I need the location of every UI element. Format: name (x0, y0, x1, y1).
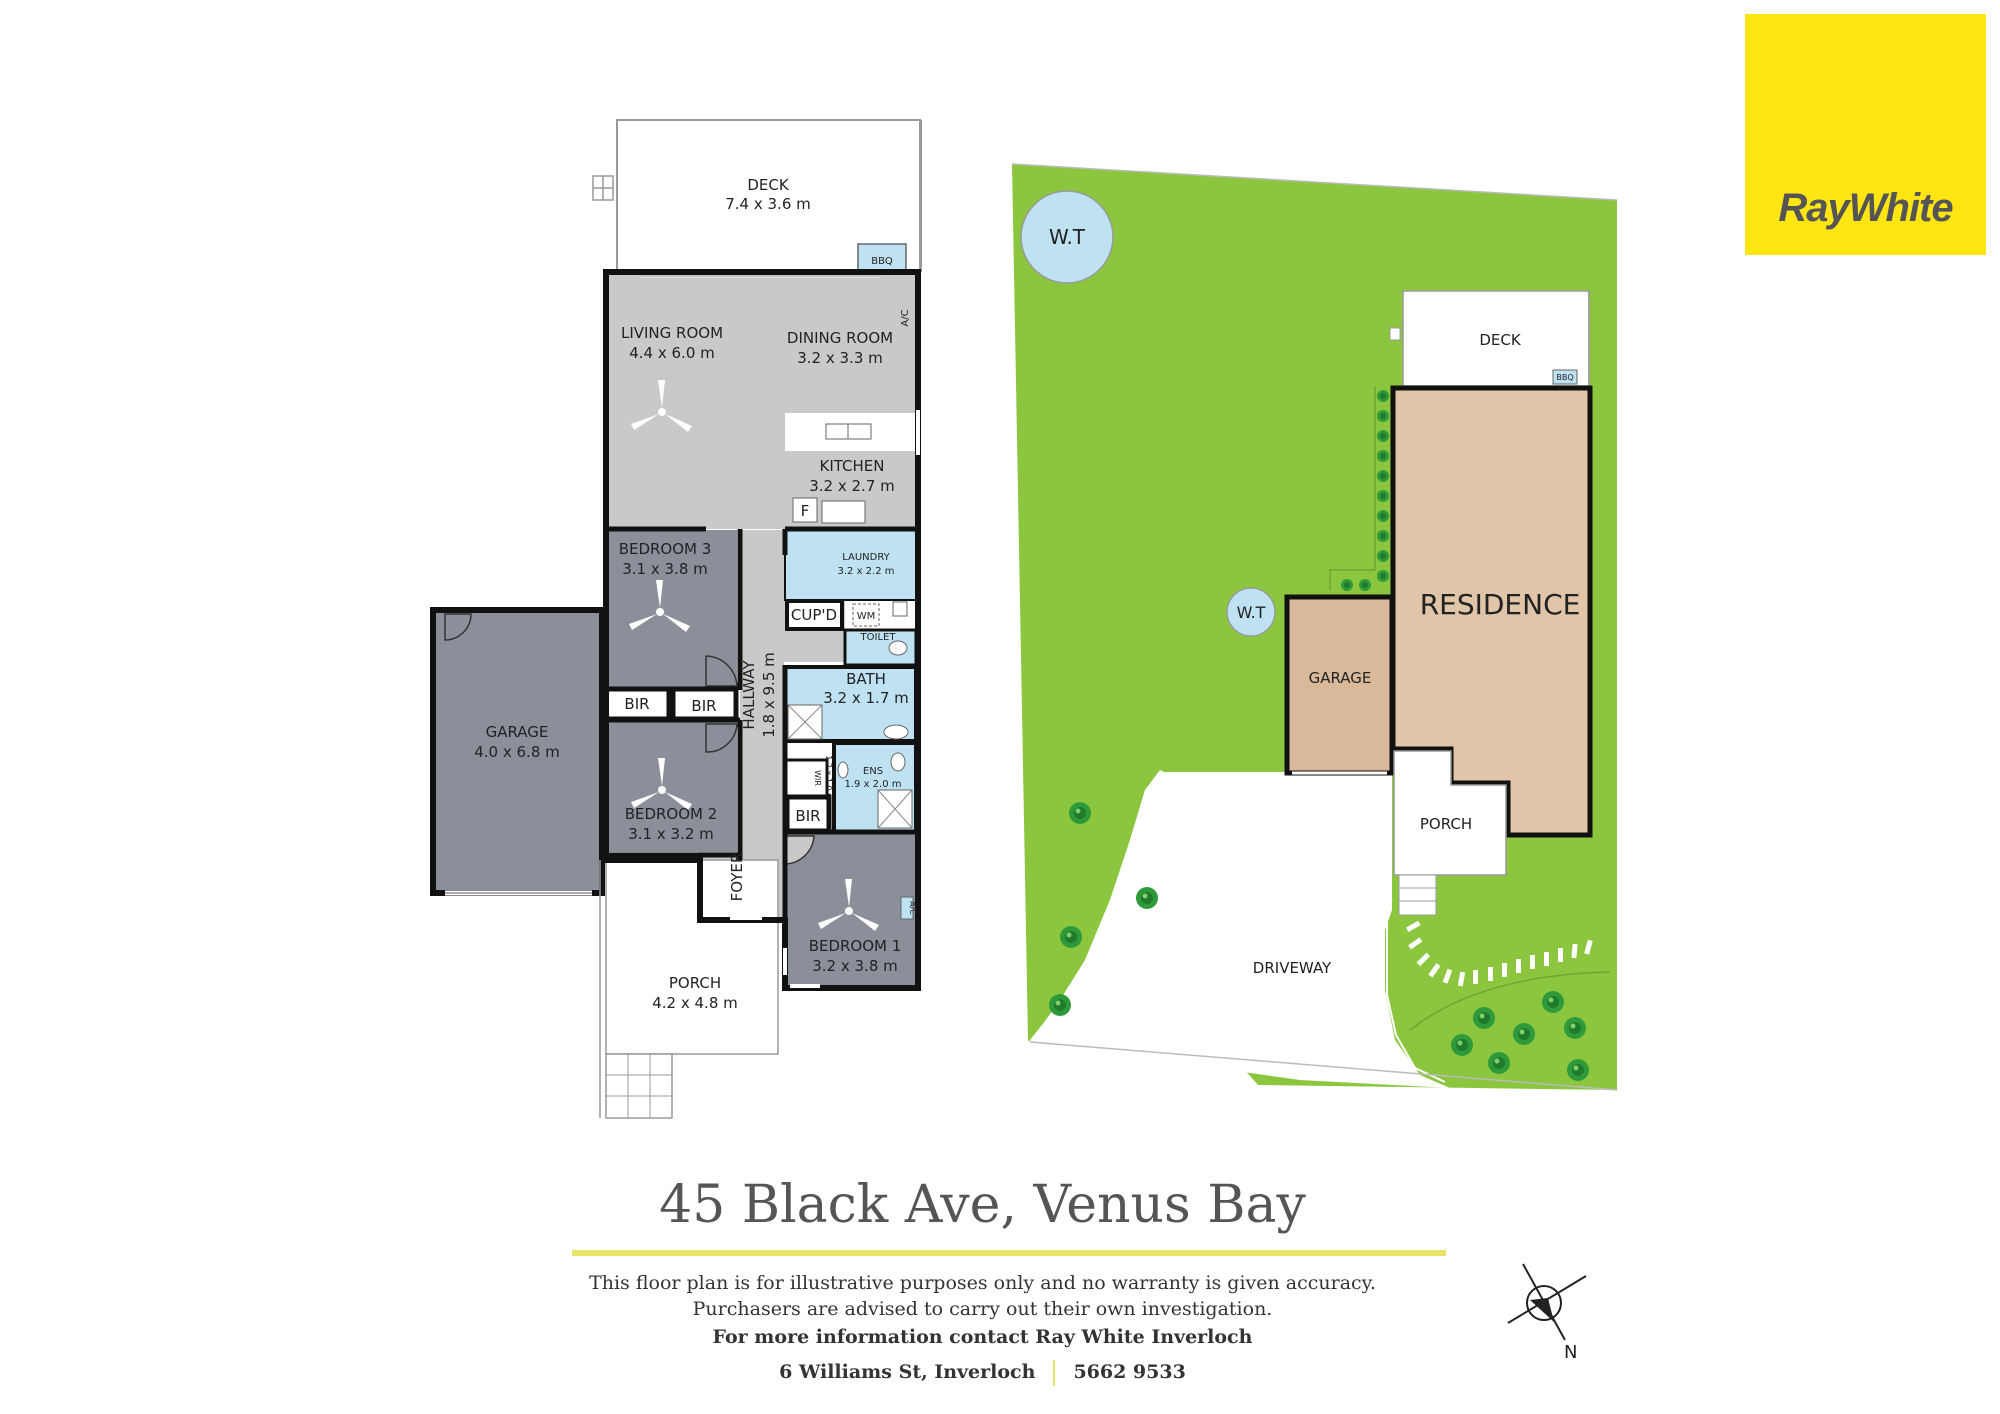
bir-2-label: BIR (691, 697, 716, 715)
ac-label: A/C (900, 309, 911, 326)
bath-label: BATH (846, 670, 886, 688)
porch-steps (605, 1053, 673, 1119)
bedroom-3-dims: 3.1 x 3.8 m (622, 560, 708, 578)
porch-label: PORCH (669, 974, 721, 992)
laundry-label: LAUNDRY (842, 552, 890, 563)
property-address: 45 Black Ave, Venus Bay (659, 1175, 1306, 1235)
office-phone: 5662 9533 (1073, 1361, 1186, 1383)
driveway-area (1030, 772, 1450, 1088)
water-tank-1-icon (1020, 190, 1114, 284)
foyer-label: FOYER (728, 853, 746, 902)
bedroom-2-label: BEDROOM 2 (625, 805, 718, 823)
office-details: 6 Williams St, Inverloch 5662 9533 (0, 1360, 1965, 1386)
stepping-stones (1405, 920, 1593, 987)
site-porch-area (1393, 750, 1507, 876)
site-porch-steps (1398, 874, 1437, 916)
wir-label: WIR (813, 770, 822, 786)
site-bbq-box (1552, 369, 1578, 385)
floor-plan-labels: DECK 7.4 x 3.6 m BBQ A/C LIVING ROOM 4.4… (474, 176, 917, 1012)
hallway-label: HALLWAY (740, 660, 758, 730)
raywhite-logo-text: RayWhite (1778, 186, 1953, 230)
dining-room-label: DINING ROOM (787, 329, 893, 347)
bbq-label: BBQ (871, 256, 893, 267)
cupd-box (785, 599, 844, 631)
address-underline (572, 1250, 1446, 1256)
separator (1053, 1360, 1056, 1386)
water-tank-2-icon (1226, 587, 1276, 637)
living-room-label: LIVING ROOM (621, 324, 723, 342)
fridge-box (792, 497, 818, 523)
living-room-dims: 4.4 x 6.0 m (629, 344, 715, 362)
cupd-label: CUP'D (791, 606, 837, 624)
hallway-dims: 1.8 x 9.5 m (760, 652, 778, 738)
floor-plan (430, 119, 922, 1119)
site-porch-label: PORCH (1420, 815, 1472, 833)
contact-line: For more information contact Ray White I… (712, 1326, 1253, 1348)
water-tank-2-label: W.T (1237, 603, 1266, 622)
site-garage-label: GARAGE (1309, 669, 1372, 687)
garage-label: GARAGE (486, 723, 549, 741)
kitchen-label: KITCHEN (820, 457, 885, 475)
porch-dims: 4.2 x 4.8 m (652, 994, 738, 1012)
laundry-area (785, 530, 916, 600)
ensuite-dims: 1.9 x 2.0 m (844, 779, 901, 790)
living-dining-area (603, 274, 916, 529)
bir-3-label: BIR (795, 807, 820, 825)
laundry-dims: 3.2 x 2.2 m (837, 566, 894, 577)
deck-dims: 7.4 x 3.6 m (725, 195, 811, 213)
kitchen-dims: 3.2 x 2.7 m (809, 477, 895, 495)
bbq-box (857, 243, 907, 271)
raywhite-logo: RayWhite (1745, 14, 1986, 255)
cooktop (821, 500, 866, 524)
bath-dims: 3.2 x 1.7 m (823, 689, 909, 707)
office-address: 6 Williams St, Inverloch (779, 1361, 1036, 1383)
wir-dims: 1.2 x 1.0 m (824, 755, 833, 801)
bir-1-label: BIR (624, 695, 649, 713)
porch-area (605, 859, 779, 1055)
bedroom-2-dims: 3.1 x 3.2 m (628, 825, 714, 843)
site-plan-labels: W.T W.T DECK BBQ RESIDENCE GARAGE PORCH … (1049, 225, 1580, 977)
water-tank-1-label: W.T (1049, 225, 1086, 249)
dining-room-dims: 3.2 x 3.3 m (797, 349, 883, 367)
wm-label: WM (857, 611, 876, 622)
bedroom-1-dims: 3.2 x 3.8 m (812, 957, 898, 975)
site-plan (1011, 163, 1618, 1091)
bedroom-1-label: BEDROOM 1 (809, 937, 902, 955)
bedroom-3-label: BEDROOM 3 (619, 540, 712, 558)
garage-area (433, 610, 602, 893)
garage-dims: 4.0 x 6.8 m (474, 743, 560, 761)
compass-icon (1507, 1263, 1587, 1341)
ensuite-label: ENS (863, 766, 883, 777)
disclaimer-line-1: This floor plan is for illustrative purp… (589, 1272, 1376, 1294)
deck-label: DECK (747, 176, 790, 194)
wm-box (852, 603, 880, 627)
residence-label: RESIDENCE (1420, 588, 1581, 621)
ac-label-bedroom-1: A/C (908, 901, 917, 915)
fridge-label: F (801, 502, 810, 520)
site-bbq-label: BBQ (1556, 373, 1573, 382)
residence-footprint (1390, 385, 1593, 838)
bir-2-box (670, 686, 739, 722)
driveway-label: DRIVEWAY (1253, 959, 1332, 977)
disclaimer-line-2: Purchasers are advised to carry out thei… (692, 1298, 1273, 1320)
site-deck-label: DECK (1479, 331, 1522, 349)
compass-north-label: N (1564, 1342, 1578, 1363)
toilet-label: TOILET (860, 632, 897, 643)
